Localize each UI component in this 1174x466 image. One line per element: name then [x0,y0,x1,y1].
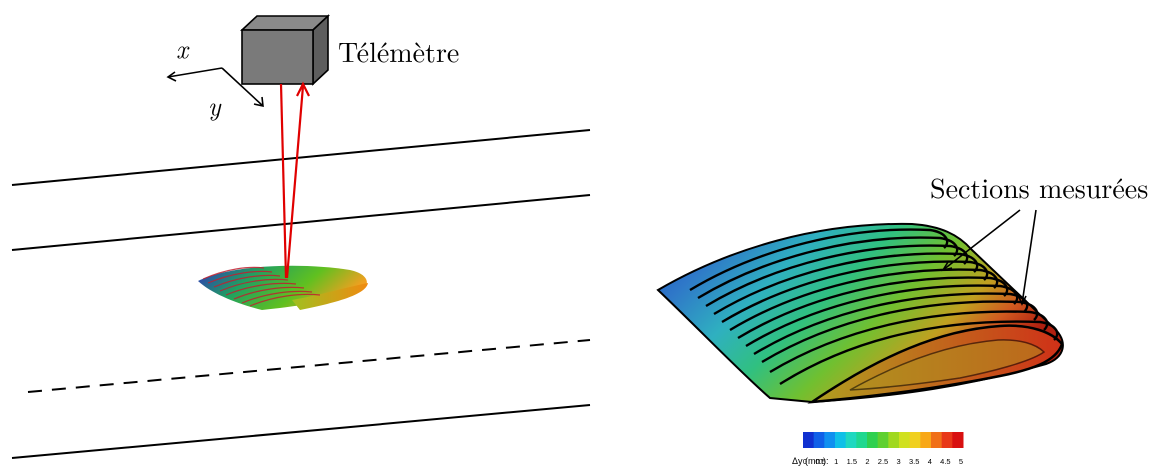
wing-model-small [198,265,368,310]
colorbar-tick-label: 2 [865,457,869,466]
colorbar-segment [931,432,943,448]
colorbar-tick-label: 0.5 [815,457,825,466]
section-line [737,276,1009,340]
colorbar-tick-label: 1 [834,457,838,466]
colorbar-tick-label: 4.5 [940,457,950,466]
tunnel-line-2 [11,194,591,251]
colorbar-segment [888,432,900,448]
colorbar-label: Δy (mm): [792,456,829,466]
section-line [689,228,949,292]
colorbar-tick-label: 0 [803,457,807,466]
annotation-arrows [941,209,1037,306]
colorbar-segment [920,432,932,448]
section-line [779,320,1059,386]
section-line [721,260,989,324]
colorbar-tick-label: 3 [897,457,901,466]
coordinate-axes: x y [166,29,264,123]
colorbar-segment [909,432,921,448]
colorbar-tick-label: 1.5 [847,457,857,466]
section-line [713,252,979,316]
colorbar-segment [824,432,836,448]
tunnel-line-3 [11,404,591,459]
tunnel-axis-dashed [27,339,591,393]
tunnel-line-1 [11,129,591,186]
laser-beam [279,81,310,279]
section-line [745,284,1019,348]
section-line [761,300,1039,364]
section-line [697,236,959,300]
section-line [753,292,1029,356]
rangefinder-box-icon [239,14,331,86]
rangefinder-label: Télémètre [338,31,459,71]
colorbar-segment [856,432,868,448]
colorbar-segment [952,432,964,448]
colorbar-segment [813,432,825,448]
colorbar-segment [899,432,911,448]
sections-annotation-label: Sections mesurées [930,167,1148,207]
colorbar-tick-label: 3.5 [909,457,919,466]
colorbar-segment [867,432,879,448]
colorbar-segment [941,432,953,448]
colorbar: 0 0.5 1 1.5 2 2.5 3 3.5 4 4.5 5 [803,432,964,466]
section-line [769,310,1049,374]
axis-y-label: y [208,86,222,123]
colorbar-tick-label: 4 [928,457,932,466]
axis-x-label: x [176,29,190,66]
colorbar-segment [803,432,815,448]
colorbar-tick-label: 5 [959,457,963,466]
colorbar-segment [877,432,889,448]
section-line [729,268,999,332]
colorbar-segment [835,432,847,448]
colorbar-segment [845,432,857,448]
wind-tunnel-scene: x y Télémètre [11,14,591,459]
colorbar-tick-label: 2.5 [878,457,888,466]
